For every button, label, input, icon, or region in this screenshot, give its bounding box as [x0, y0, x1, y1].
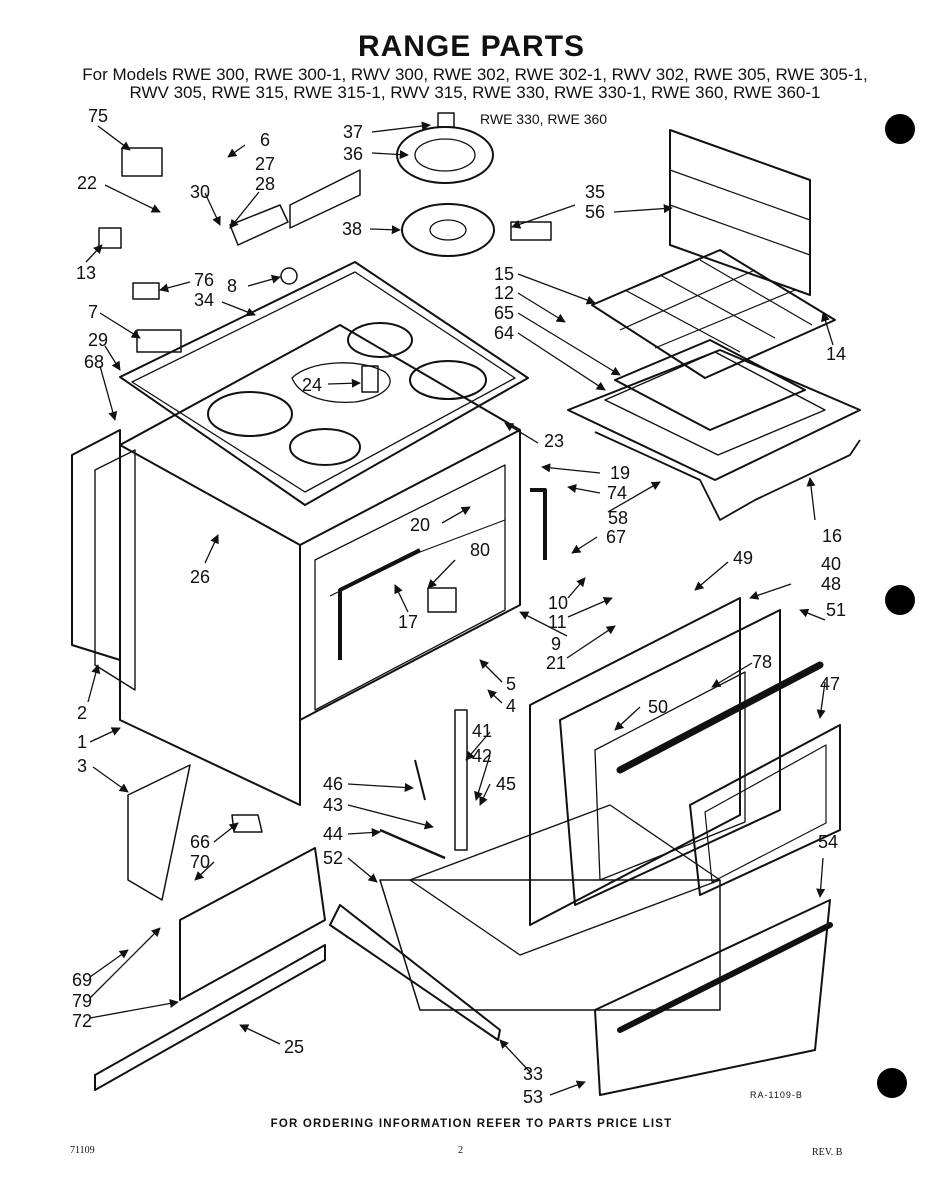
callout-45: 45	[496, 774, 516, 794]
callout-65: 65	[494, 303, 514, 323]
cooktop-drawing	[119, 261, 529, 506]
callout-19: 19	[610, 463, 630, 483]
callout-24: 24	[302, 375, 322, 395]
callout-74: 74	[607, 483, 627, 503]
callout-4: 4	[506, 696, 516, 716]
callout-52: 52	[323, 848, 343, 868]
callout-64: 64	[494, 323, 514, 343]
ordering-note: FOR ORDERING INFORMATION REFER TO PARTS …	[270, 1118, 673, 1130]
callout-80: 80	[470, 540, 490, 560]
document-number: 71109	[70, 1145, 95, 1156]
callout-79: 79	[72, 991, 92, 1011]
callout-7: 7	[88, 302, 98, 322]
callout-70: 70	[190, 852, 210, 872]
callout-36: 36	[343, 144, 363, 164]
binder-hole	[885, 114, 915, 144]
callout-labels: 75 6 37 36 27 22 30 28 35 56 38 13 76 8 …	[72, 106, 846, 1107]
callout-49: 49	[733, 548, 753, 568]
callout-29: 29	[88, 330, 108, 350]
callout-8: 8	[227, 276, 237, 296]
callout-2: 2	[77, 703, 87, 723]
model-list-line-1: For Models RWE 300, RWE 300-1, RWV 300, …	[82, 65, 868, 84]
callout-28: 28	[255, 174, 275, 194]
callout-33: 33	[523, 1064, 543, 1084]
callout-9: 9	[551, 634, 561, 654]
leader-lines	[85, 121, 834, 1096]
callout-34: 34	[194, 290, 214, 310]
callout-69: 69	[72, 970, 92, 990]
callout-23: 23	[544, 431, 564, 451]
callout-41: 41	[472, 721, 492, 741]
callout-78: 78	[752, 652, 772, 672]
callout-35: 35	[585, 182, 605, 202]
callout-40: 40	[821, 554, 841, 574]
callout-47: 47	[820, 674, 840, 694]
callout-30: 30	[190, 182, 210, 202]
callout-44: 44	[323, 824, 343, 844]
callout-42: 42	[472, 746, 492, 766]
page-number: 2	[458, 1145, 463, 1156]
callout-26: 26	[190, 567, 210, 587]
binder-hole	[885, 585, 915, 615]
callout-1: 1	[77, 732, 87, 752]
callout-12: 12	[494, 283, 514, 303]
model-list-line-2: RWV 305, RWE 315, RWE 315-1, RWV 315, RW…	[129, 83, 821, 102]
callout-11: 11	[548, 612, 567, 632]
callout-13: 13	[76, 263, 96, 283]
callout-51: 51	[826, 600, 846, 620]
callout-76: 76	[194, 270, 214, 290]
revision-label: REV. B	[812, 1147, 843, 1158]
variant-note: RWE 330, RWE 360	[480, 111, 607, 127]
callout-67: 67	[606, 527, 626, 547]
small-parts-drawing	[98, 129, 811, 353]
hinge-and-bracket-drawing	[127, 709, 468, 901]
variant-element-drawing	[396, 112, 552, 257]
callout-46: 46	[323, 774, 343, 794]
callout-27: 27	[255, 154, 275, 174]
callout-25: 25	[284, 1037, 304, 1057]
callout-68: 68	[84, 352, 104, 372]
side-panels-drawing	[71, 429, 136, 691]
drawing-reference-code: RA-1109-B	[750, 1090, 803, 1100]
callout-15: 15	[494, 264, 514, 284]
callout-5: 5	[506, 674, 516, 694]
callout-37: 37	[343, 122, 363, 142]
callout-54: 54	[818, 832, 838, 852]
callout-75: 75	[88, 106, 108, 126]
callout-21: 21	[546, 653, 566, 673]
callout-10: 10	[548, 593, 568, 613]
callout-72: 72	[72, 1011, 92, 1031]
oven-door-drawing	[529, 597, 841, 926]
callout-22: 22	[77, 173, 97, 193]
callout-48: 48	[821, 574, 841, 594]
callout-53: 53	[523, 1087, 543, 1107]
page-title: RANGE PARTS	[357, 30, 586, 63]
callout-20: 20	[410, 515, 430, 535]
callout-56: 56	[585, 202, 605, 222]
model-list: For Models RWE 300, RWE 300-1, RWV 300, …	[40, 66, 910, 102]
callout-17: 17	[398, 612, 418, 632]
rack-assembly-drawing	[567, 249, 861, 521]
callout-43: 43	[323, 795, 343, 815]
callout-58: 58	[608, 508, 628, 528]
callout-6: 6	[260, 130, 270, 150]
callout-16: 16	[822, 526, 842, 546]
callout-3: 3	[77, 756, 87, 776]
callout-14: 14	[826, 344, 846, 364]
callout-38: 38	[342, 219, 362, 239]
callout-50: 50	[648, 697, 668, 717]
drawer-assembly-drawing	[94, 804, 833, 1096]
callout-66: 66	[190, 832, 210, 852]
binder-hole	[877, 1068, 907, 1098]
